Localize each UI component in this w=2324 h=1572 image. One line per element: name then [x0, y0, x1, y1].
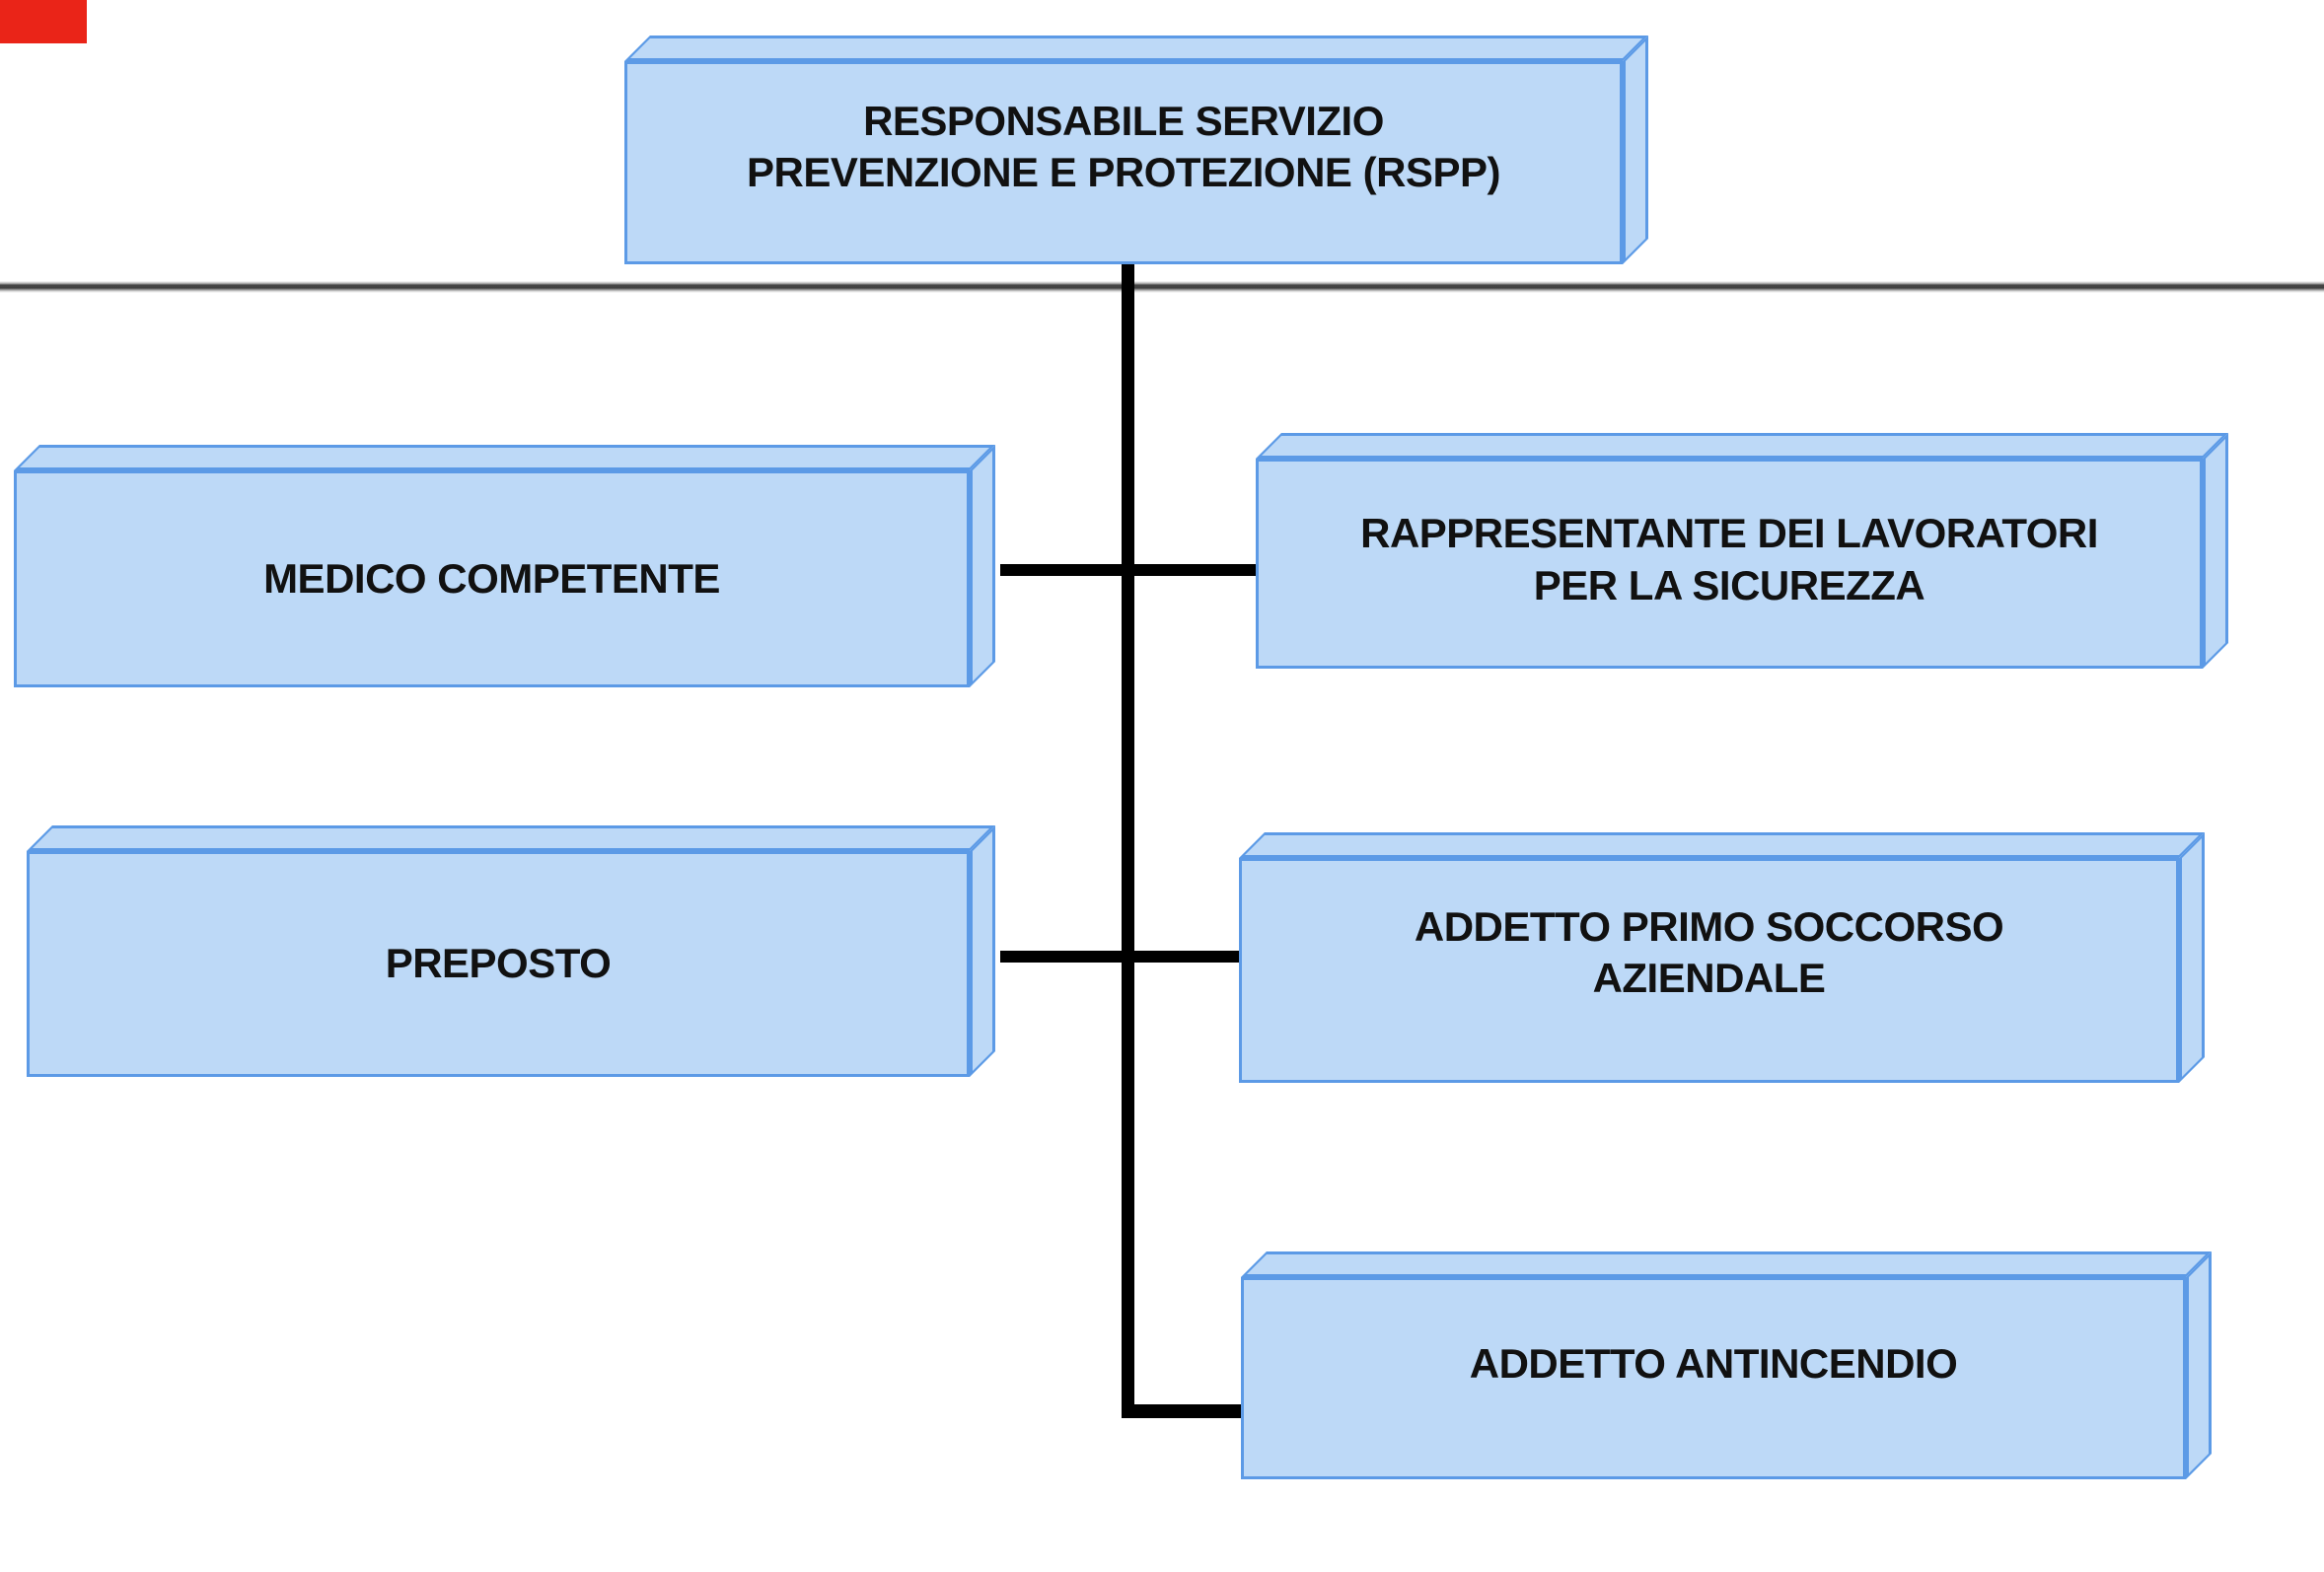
box-right-face: [970, 825, 995, 1077]
box-right-face: [2203, 433, 2228, 669]
node-label: RAPPRESENTANTE DEI LAVORATORI PER LA SIC…: [1360, 510, 2098, 608]
box-main-face: ADDETTO PRIMO SOCCORSO AZIENDALE: [1239, 858, 2179, 1083]
node-label: ADDETTO ANTINCENDIO: [1469, 1340, 1958, 1388]
node-label: PREPOSTO: [385, 940, 612, 987]
node-label: ADDETTO PRIMO SOCCORSO AZIENDALE: [1414, 902, 2004, 1002]
box-top-face: [1256, 433, 2228, 459]
connector-trunk: [1122, 264, 1134, 1418]
node-label: MEDICO COMPETENTE: [263, 554, 720, 602]
connector-preposto: [1000, 951, 1242, 963]
node-rspp: RESPONSABILE SERVIZIO PREVENZIONE E PROT…: [624, 36, 1648, 264]
node-rappresentante-lavoratori: RAPPRESENTANTE DEI LAVORATORI PER LA SIC…: [1256, 433, 2228, 669]
box-top-face: [27, 825, 995, 851]
box-right-face: [2179, 832, 2205, 1083]
node-preposto: PREPOSTO: [27, 825, 995, 1077]
horizontal-divider: [0, 281, 2324, 293]
node-label: RESPONSABILE SERVIZIO PREVENZIONE E PROT…: [747, 97, 1500, 196]
red-corner-marker: [0, 0, 87, 43]
connector-medico: [1000, 564, 1259, 576]
node-addetto-antincendio: ADDETTO ANTINCENDIO: [1241, 1251, 2212, 1479]
box-main-face: RAPPRESENTANTE DEI LAVORATORI PER LA SIC…: [1256, 459, 2203, 669]
box-right-face: [970, 445, 995, 687]
node-medico-competente: MEDICO COMPETENTE: [14, 445, 995, 687]
box-top-face: [1239, 832, 2205, 858]
box-top-face: [624, 36, 1648, 61]
box-top-face: [14, 445, 995, 470]
box-main-face: RESPONSABILE SERVIZIO PREVENZIONE E PROT…: [624, 61, 1623, 264]
connector-antincendio: [1122, 1404, 1244, 1418]
node-addetto-primo-soccorso: ADDETTO PRIMO SOCCORSO AZIENDALE: [1239, 832, 2205, 1083]
box-main-face: PREPOSTO: [27, 851, 970, 1077]
box-right-face: [2186, 1251, 2212, 1479]
box-right-face: [1623, 36, 1648, 264]
box-main-face: MEDICO COMPETENTE: [14, 470, 970, 687]
box-top-face: [1241, 1251, 2212, 1277]
box-main-face: ADDETTO ANTINCENDIO: [1241, 1277, 2186, 1479]
